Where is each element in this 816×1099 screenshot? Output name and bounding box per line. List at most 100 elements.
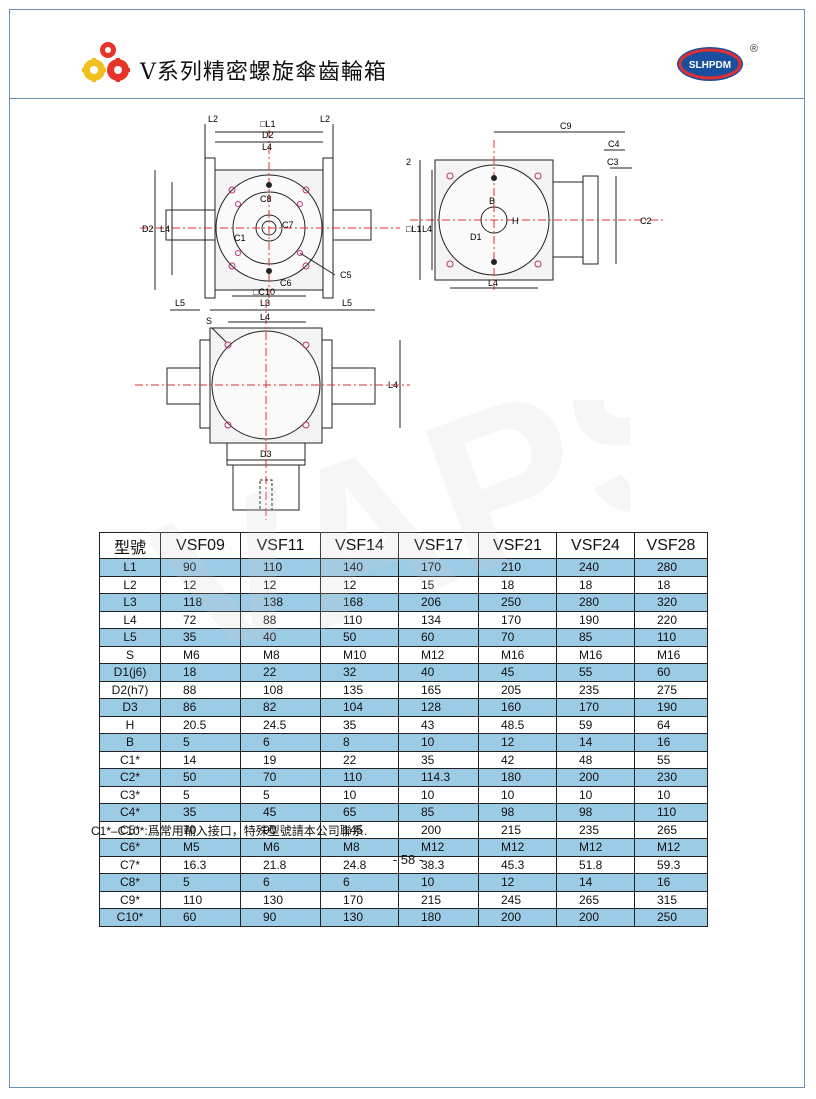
value-cell: 130 bbox=[320, 908, 399, 927]
value-cell: 210 bbox=[478, 558, 557, 577]
row-label-cell: C6* bbox=[99, 838, 161, 857]
value-cell: 200 bbox=[478, 908, 557, 927]
dim-l5-left-label: L5 bbox=[175, 298, 185, 308]
value-cell: 220 bbox=[634, 610, 708, 629]
value-cell: 85 bbox=[398, 803, 479, 822]
value-cell: 48.5 bbox=[478, 715, 557, 734]
dim-l4-bottom-label: L4 bbox=[488, 278, 498, 288]
dim-d2-side-label: D2 bbox=[142, 224, 154, 234]
value-cell: 10 bbox=[556, 785, 635, 804]
row-label-cell: C9* bbox=[99, 890, 161, 909]
value-cell: 180 bbox=[398, 908, 479, 927]
value-cell: 18 bbox=[634, 575, 708, 594]
value-cell: 18 bbox=[160, 663, 241, 682]
dim-c8-label: C8 bbox=[260, 194, 272, 204]
dim-l4-topview-side-label: L4 bbox=[388, 380, 398, 390]
value-cell: 38.3 bbox=[398, 855, 479, 874]
value-cell: 10 bbox=[398, 873, 479, 892]
value-cell: 90 bbox=[160, 558, 241, 577]
value-cell: 42 bbox=[478, 750, 557, 769]
value-cell: 55 bbox=[634, 750, 708, 769]
dim-d2-top-label: D2 bbox=[262, 130, 274, 140]
value-cell: 12 bbox=[160, 575, 241, 594]
value-cell: 240 bbox=[556, 558, 635, 577]
value-cell: 230 bbox=[634, 768, 708, 787]
row-label-cell: C1* bbox=[99, 750, 161, 769]
value-cell: 6 bbox=[320, 873, 399, 892]
value-cell: 22 bbox=[320, 750, 399, 769]
dim-s-label: S bbox=[206, 316, 212, 326]
value-cell: M16 bbox=[478, 645, 557, 664]
row-label-cell: C8* bbox=[99, 873, 161, 892]
value-cell: 20.5 bbox=[160, 715, 241, 734]
row-label-cell: C4* bbox=[99, 803, 161, 822]
brand-logo-text: SLHPDM bbox=[689, 60, 731, 71]
dim-c3-label: C3 bbox=[607, 157, 619, 167]
value-cell: 12 bbox=[240, 575, 321, 594]
value-cell: 98 bbox=[478, 803, 557, 822]
value-cell: 110 bbox=[320, 768, 399, 787]
row-label-cell: D2(h7) bbox=[99, 680, 161, 699]
value-cell: 86 bbox=[160, 698, 241, 717]
value-cell: 160 bbox=[478, 698, 557, 717]
value-cell: 110 bbox=[240, 558, 321, 577]
value-cell: 35 bbox=[160, 803, 241, 822]
value-cell: 12 bbox=[478, 733, 557, 752]
side-view bbox=[410, 131, 665, 290]
row-label-cell: C2* bbox=[99, 768, 161, 787]
row-label-cell: C7* bbox=[99, 855, 161, 874]
value-cell: 40 bbox=[398, 663, 479, 682]
value-cell: 118 bbox=[160, 593, 241, 612]
value-cell: 43 bbox=[398, 715, 479, 734]
value-cell: 245 bbox=[478, 890, 557, 909]
value-cell: 170 bbox=[398, 558, 479, 577]
value-cell: 5 bbox=[160, 733, 241, 752]
dim-2-label: 2 bbox=[406, 157, 411, 167]
value-cell: 64 bbox=[634, 715, 708, 734]
value-cell: 18 bbox=[556, 575, 635, 594]
dim-c4-label: C4 bbox=[608, 139, 620, 149]
value-cell: M12 bbox=[398, 645, 479, 664]
value-cell: 14 bbox=[556, 873, 635, 892]
value-cell: 200 bbox=[556, 768, 635, 787]
value-cell: 315 bbox=[634, 890, 708, 909]
top-view bbox=[135, 300, 410, 520]
value-cell: M10 bbox=[320, 645, 399, 664]
value-cell: 110 bbox=[634, 803, 708, 822]
value-cell: 55 bbox=[556, 663, 635, 682]
dim-c1-label: C1 bbox=[234, 233, 246, 243]
page-header bbox=[10, 10, 805, 99]
value-cell: 140 bbox=[320, 558, 399, 577]
value-cell: 235 bbox=[556, 680, 635, 699]
value-cell: M5 bbox=[160, 838, 241, 857]
brand-logo: SLHPDM ® bbox=[677, 43, 758, 81]
value-cell: 180 bbox=[478, 768, 557, 787]
value-cell: 190 bbox=[634, 698, 708, 717]
value-cell: 135 bbox=[320, 680, 399, 699]
value-cell: M12 bbox=[556, 838, 635, 857]
dim-b-label: B bbox=[489, 196, 495, 206]
dim-l4-side-label: L4 bbox=[160, 224, 170, 234]
value-cell: 45 bbox=[240, 803, 321, 822]
row-label-cell: H bbox=[99, 715, 161, 734]
value-cell: 15 bbox=[398, 575, 479, 594]
dim-l1-side-label: □L1 bbox=[406, 224, 421, 234]
row-label-cell: L1 bbox=[99, 558, 161, 577]
footnote: C1*–C10*:爲常用輸入接口，特殊型號請本公司聯系. bbox=[91, 824, 368, 838]
dim-l1-label: □L1 bbox=[260, 119, 275, 129]
row-label-cell: L4 bbox=[99, 610, 161, 629]
value-cell: 108 bbox=[240, 680, 321, 699]
table-header-cell: VSF28 bbox=[634, 532, 708, 559]
dim-l5-right-label: L5 bbox=[342, 298, 352, 308]
value-cell: 24.5 bbox=[240, 715, 321, 734]
value-cell: 48 bbox=[556, 750, 635, 769]
value-cell: 215 bbox=[398, 890, 479, 909]
